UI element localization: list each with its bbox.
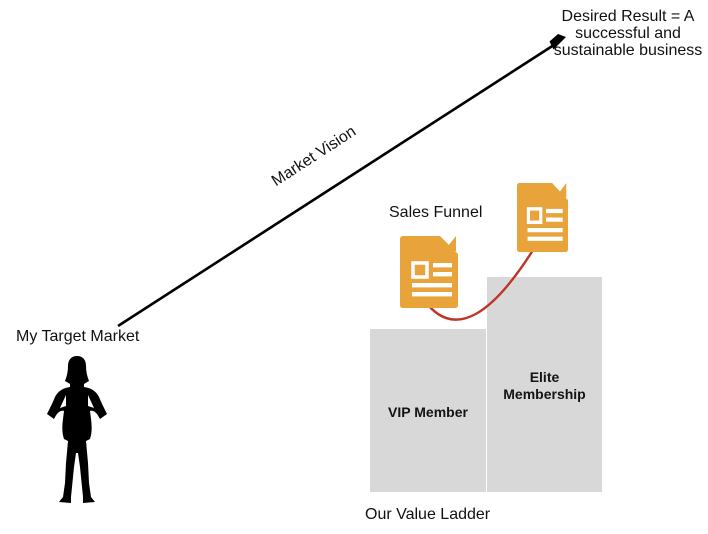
arrowhead	[549, 34, 566, 50]
ladder-step-vip	[370, 329, 486, 492]
desired-result-label: Desired Result = A successful and sustai…	[543, 8, 708, 59]
document-file-icon-left	[400, 236, 458, 308]
document-text-line	[527, 228, 563, 233]
ladder-step-elite	[487, 277, 602, 492]
vip-member-step-label: VIP Member	[388, 404, 468, 420]
document-text-line	[433, 272, 452, 277]
document-image-placeholder	[411, 261, 429, 279]
sales-funnel-label: Sales Funnel	[389, 204, 483, 221]
document-text-line	[412, 292, 452, 297]
document-body	[517, 183, 568, 252]
document-text-line	[433, 263, 452, 268]
value-ladder-caption: Our Value Ladder	[365, 506, 491, 523]
elite-membership-step-label: Elite Membership	[503, 369, 586, 402]
document-fold-corner	[444, 236, 456, 251]
document-image-placeholder	[526, 207, 543, 225]
desired-result-line-3: sustainable business	[553, 42, 703, 59]
document-text-line	[546, 217, 563, 222]
document-text-line	[546, 208, 563, 214]
document-fold-corner	[555, 183, 567, 198]
growth-arrow-icon	[117, 34, 566, 328]
document-text-line	[527, 236, 563, 241]
funnel-connector-curve	[422, 235, 543, 321]
document-body	[400, 236, 458, 308]
document-file-icon-right	[517, 183, 568, 252]
desired-result-line-1: Desired Result = A	[561, 8, 695, 25]
document-text-line	[412, 283, 452, 288]
woman-silhouette-icon	[47, 356, 107, 503]
desired-result-line-2: successful and	[575, 25, 681, 42]
target-market-label: My Target Market	[16, 328, 140, 345]
